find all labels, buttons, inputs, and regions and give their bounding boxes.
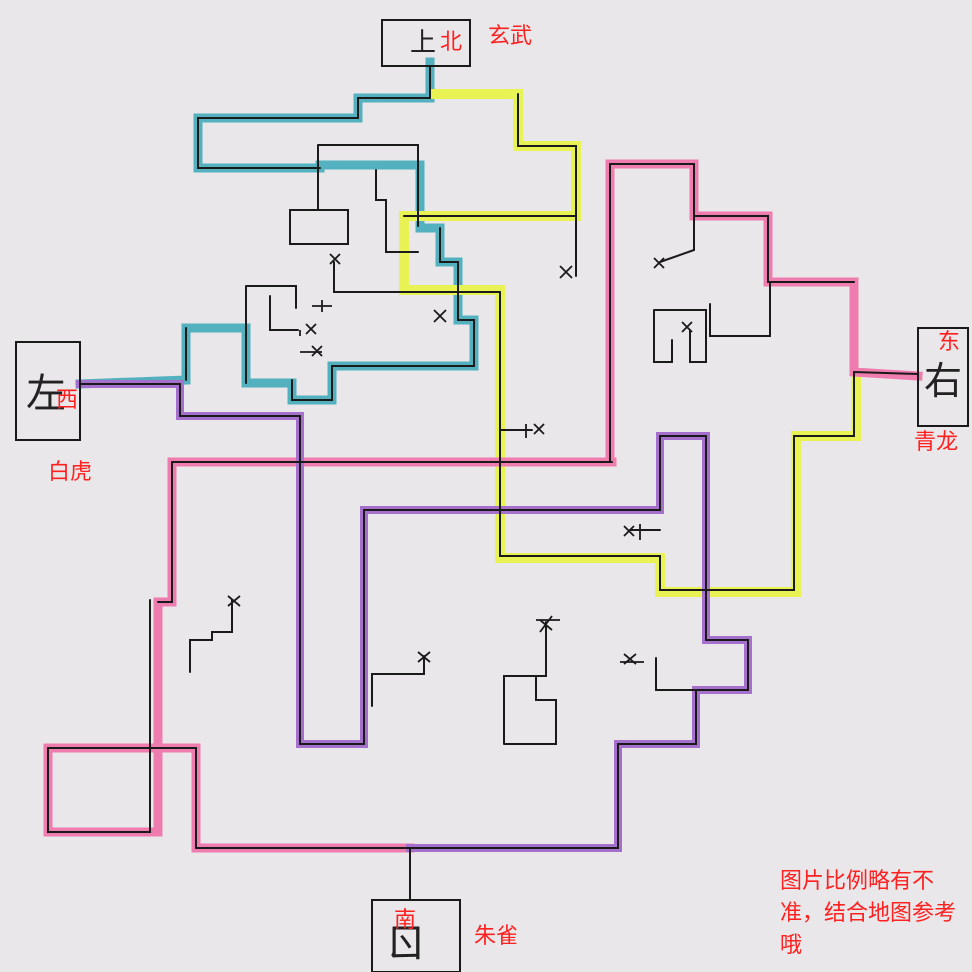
- scale-note: 图片比例略有不准，结合地图参考哦: [780, 869, 957, 958]
- route-pink: [605, 159, 923, 467]
- route-purple: [76, 380, 752, 852]
- south-label: 南: [394, 908, 417, 933]
- marker-x: [620, 653, 644, 665]
- north-gate-glyph: 上: [410, 28, 437, 58]
- route-cyan: [75, 57, 479, 405]
- south-beast-label: 朱雀: [474, 924, 519, 949]
- marker-x: [623, 524, 641, 540]
- marker-x: [536, 615, 560, 633]
- west-gate-glyph: 左: [26, 371, 66, 417]
- marker-x: [312, 253, 341, 312]
- marker-x: [433, 309, 447, 323]
- north-beast-label: 玄武: [488, 24, 533, 49]
- route-pink-2: [43, 457, 617, 853]
- marker-x: [227, 595, 241, 607]
- markers: [227, 253, 693, 665]
- marker-x: [525, 423, 545, 438]
- east-label: 东: [938, 330, 961, 355]
- north-label: 北: [440, 30, 463, 55]
- south-gate-glyph: ㄖ: [386, 921, 426, 967]
- west-beast-label: 白虎: [48, 460, 93, 485]
- marker-x: [681, 321, 693, 333]
- marker-x: [299, 323, 317, 336]
- marker-x: [559, 265, 573, 279]
- west-label: 西: [56, 388, 79, 413]
- east-gate-glyph: 右: [924, 359, 963, 403]
- east-beast-label: 青龙: [914, 430, 959, 455]
- marker-x: [300, 345, 323, 357]
- marker-x: [417, 651, 431, 663]
- marker-x: [653, 257, 665, 269]
